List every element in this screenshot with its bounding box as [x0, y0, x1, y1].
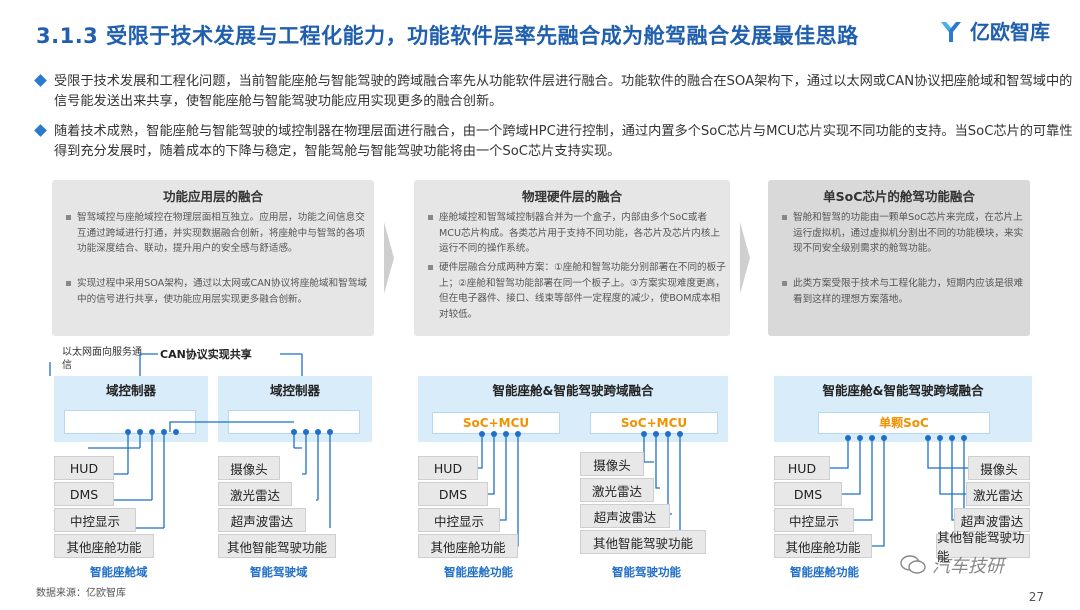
driving-item: 激光雷达 — [218, 482, 292, 506]
panel-point: 座舱域控和智驾域控制器合并为一个盒子，内部由多个SoC或者MCU芯片构成。各类芯… — [428, 210, 729, 257]
cockpit-item: 中控显示 — [774, 508, 854, 532]
connector-lines-2 — [470, 431, 684, 547]
driving-item: 激光雷达 — [966, 482, 1030, 506]
controller-title: 域控制器 — [269, 383, 320, 398]
driving-item: 超声波雷达 — [954, 508, 1030, 532]
panel-point: 智舱和智驾的功能由一颗单SoC芯片来完成，在芯片上运行虚拟机，通过虚拟机分割出不… — [782, 210, 1029, 257]
driving-item: 摄像头 — [218, 456, 280, 480]
panel-title: 物理硬件层的融合 — [521, 189, 622, 204]
page-title: 3.1.3 受限于技术发展与工程化能力，功能软件层率先融合成为舱驾融合发展最佳思… — [36, 24, 859, 48]
cockpit-item: HUD — [54, 456, 114, 480]
ethernet-label: 以太网面向服务通信 — [62, 347, 142, 371]
panel-title: 功能应用层的融合 — [162, 189, 263, 204]
cockpit-item: HUD — [418, 456, 478, 480]
cockpit-function-label: 智能座舱功能 — [444, 565, 513, 579]
panel-point: 实现过程中采用SOA架构，通过以太网或CAN协议将座舱域和智驾域中的信号进行共享… — [66, 276, 371, 307]
logo-icon — [941, 21, 961, 42]
wechat-icon — [900, 555, 926, 574]
square-bullet-icon — [782, 281, 787, 286]
cockpit-item: 中控显示 — [54, 508, 136, 532]
logo-text: 亿欧智库 — [970, 20, 1050, 44]
chevron-right-icon — [740, 222, 750, 294]
cockpit-item: DMS — [54, 482, 114, 506]
square-bullet-icon — [428, 215, 433, 220]
panel-point: 智驾域控与座舱域控在物理层面相互独立。应用层，功能之间信息交互通过跨域进行打通，… — [66, 210, 371, 257]
driving-item: 摄像头 — [580, 452, 644, 476]
cockpit-function-label: 智能座舱功能 — [790, 565, 859, 579]
diamond-bullet-icon — [34, 124, 47, 137]
single-soc: 单颗SoC — [818, 412, 990, 434]
cockpit-item: HUD — [774, 456, 830, 480]
driving-item: 其他智能驾驶功能 — [936, 530, 1030, 564]
can-label: CAN协议实现共享 — [160, 348, 252, 361]
driving-item: 超声波雷达 — [580, 504, 670, 528]
panel-title: 单SoC芯片的舱驾功能融合 — [823, 189, 975, 204]
intro-bullet-1: 受限于技术发展和工程化问题，当前智能座舱与智能驾驶的跨域融合率先从功能软件层进行… — [34, 72, 1074, 112]
cockpit-item: DMS — [418, 482, 488, 506]
cockpit-item: 其他座舱功能 — [774, 534, 872, 558]
hpc-title: 智能座舱&智能驾驶跨域融合 — [492, 383, 654, 398]
square-bullet-icon — [66, 215, 71, 220]
cross-domain-single-soc: 智能座舱&智能驾驶跨域融合 单颗SoC — [774, 376, 1032, 442]
panel-hardware-layer: 物理硬件层的融合 座舱域控和智驾域控制器合并为一个盒子，内部由多个SoC或者MC… — [414, 180, 730, 336]
intro-bullet-2: 随着技术成熟，智能座舱与智能驾驶的域控制器在物理层面进行融合，由一个跨域HPC进… — [34, 122, 1074, 162]
square-bullet-icon — [66, 281, 71, 286]
cross-domain-hpc: 智能座舱&智能驾驶跨域融合 SoC+MCU SoC+MCU — [418, 376, 728, 442]
brand-logo: 亿欧智库 — [938, 16, 1050, 45]
page-number: 27 — [1028, 590, 1044, 604]
panel-point: 硬件层融合分成两种方案：①座舱和智驾功能分别部署在不同的板子上；②座舱和智驾功能… — [428, 260, 729, 322]
data-source: 数据来源：亿欧智库 — [36, 588, 126, 599]
driving-item: 其他智能驾驶功能 — [580, 530, 706, 554]
hpc-title: 智能座舱&智能驾驶跨域融合 — [822, 383, 984, 398]
driving-domain-label: 智能驾驶域 — [250, 565, 308, 579]
cockpit-item: 其他座舱功能 — [418, 534, 518, 558]
cockpit-item: 中控显示 — [418, 508, 500, 532]
chevron-right-icon — [384, 222, 394, 294]
panel-point: 此类方案受限于技术与工程化能力，短期内应该是很难看到这样的理想方案落地。 — [782, 276, 1029, 307]
connector-lines-3 — [828, 435, 970, 547]
driving-item: 超声波雷达 — [218, 508, 306, 532]
cockpit-item: DMS — [774, 482, 842, 506]
driving-item: 激光雷达 — [580, 478, 654, 502]
cockpit-domain-label: 智能座舱域 — [90, 565, 148, 579]
driving-function-label: 智能驾驶功能 — [612, 565, 681, 579]
driving-item: 其他智能驾驶功能 — [218, 534, 336, 558]
controller-title: 域控制器 — [105, 383, 156, 398]
soc-mcu-right: SoC+MCU — [590, 412, 718, 434]
driving-item: 摄像头 — [968, 456, 1030, 480]
cockpit-item: 其他座舱功能 — [54, 534, 154, 558]
watermark: 汽车技研 — [900, 552, 1004, 578]
panel-function-app-layer: 功能应用层的融合 智驾域控与座舱域控在物理层面相互独立。应用层，功能之间信息交互… — [52, 180, 374, 336]
connector-lines-1 — [49, 353, 333, 529]
diamond-bullet-icon — [34, 74, 47, 87]
square-bullet-icon — [428, 265, 433, 270]
square-bullet-icon — [782, 215, 787, 220]
panel-single-soc: 单SoC芯片的舱驾功能融合 智舱和智驾的功能由一颗单SoC芯片来完成，在芯片上运… — [768, 180, 1030, 336]
watermark-text: 汽车技研 — [932, 556, 1004, 577]
